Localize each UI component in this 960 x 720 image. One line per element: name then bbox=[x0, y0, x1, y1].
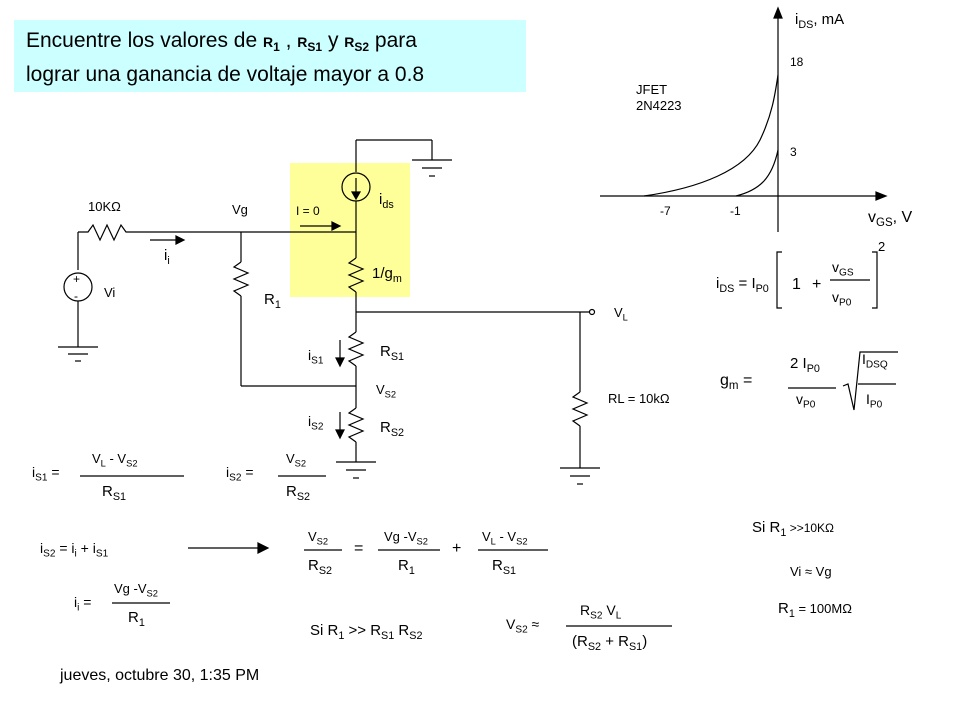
ids-formula-exponent: 2 bbox=[878, 239, 886, 254]
graph-x-arrow bbox=[875, 191, 888, 201]
gm-radical-num: IDSQ bbox=[862, 351, 888, 371]
graph-x-label: vGS, V bbox=[868, 209, 913, 230]
label-rs2: RS2 bbox=[380, 419, 405, 439]
big-eq-t2-den: R1 bbox=[398, 557, 415, 577]
label-i-zero: I = 0 bbox=[296, 204, 320, 218]
big-eq-t3-num: VL - VS2 bbox=[482, 529, 528, 547]
label-vg: Vg bbox=[232, 202, 248, 217]
gm-formula-num: 2 IP0 bbox=[790, 355, 820, 375]
gm-formula-den: vP0 bbox=[796, 391, 816, 411]
label-is2: iS2 bbox=[308, 413, 324, 433]
vs2-approx-den: (RS2 + RS1) bbox=[572, 633, 648, 653]
label-vi: Vi bbox=[104, 285, 116, 300]
ids-formula-num: vGS bbox=[832, 259, 854, 279]
resistor-1-over-gm bbox=[347, 257, 365, 293]
ii-formula-lhs: ii = bbox=[74, 594, 92, 614]
plus-sign: + bbox=[73, 272, 80, 286]
condition-r1-much-greater: Si R1 >> RS1 RS2 bbox=[310, 622, 423, 642]
r1-value: R1 = 100MΩ bbox=[778, 600, 852, 620]
tick-3: 3 bbox=[790, 145, 797, 159]
is2-formula-den: RS2 bbox=[286, 483, 311, 503]
label-ids: ids bbox=[379, 191, 394, 211]
label-rs1: RS1 bbox=[380, 343, 405, 363]
transfer-curve-3ma bbox=[735, 149, 779, 197]
vi-approx-vg: Vi ≈ Vg bbox=[790, 564, 832, 579]
ids-formula-den: vP0 bbox=[832, 289, 852, 309]
label-r1: R1 bbox=[264, 291, 281, 311]
problem-statement: Encuentre los valores de R1 , RS1 y RS2 … bbox=[26, 29, 425, 87]
big-eq-equals: = bbox=[354, 540, 364, 557]
big-eq-t2-num: Vg -VS2 bbox=[384, 529, 428, 547]
radical-sign bbox=[842, 351, 898, 411]
label-vl: VL bbox=[614, 305, 628, 323]
gm-radical-den: IP0 bbox=[866, 391, 883, 411]
big-eq-t1-num: VS2 bbox=[308, 529, 329, 547]
ids-formula-plus: + bbox=[812, 276, 822, 293]
graph-y-arrow bbox=[773, 6, 783, 19]
label-10k: 10KΩ bbox=[88, 199, 121, 214]
tick-minus-1: -1 bbox=[730, 204, 741, 218]
label-ii: ii bbox=[164, 247, 170, 267]
source-resistor-10k bbox=[78, 223, 356, 242]
title-box bbox=[14, 20, 526, 92]
transfer-curve-18ma bbox=[643, 74, 779, 197]
gm-formula-lhs: gm = bbox=[720, 372, 753, 393]
big-eq-t1-den: RS2 bbox=[308, 557, 333, 577]
is1-formula-lhs: iS1 = bbox=[32, 464, 60, 484]
ii-formula-num: Vg -VS2 bbox=[114, 581, 158, 599]
ii-formula-den: R1 bbox=[128, 609, 145, 629]
is1-formula-den: RS1 bbox=[102, 483, 127, 503]
ids-left-bracket bbox=[776, 251, 782, 309]
condition-r1-gg-10k: Si R1 >>10KΩ bbox=[752, 519, 835, 539]
is2-formula-lhs: iS2 = bbox=[226, 464, 254, 484]
vs2-approx-lhs: VS2 ≈ bbox=[506, 616, 540, 636]
tick-18: 18 bbox=[790, 55, 804, 69]
label-is1: iS1 bbox=[308, 347, 324, 367]
resistor-rs2 bbox=[347, 407, 365, 443]
big-eq-t3-den: RS1 bbox=[492, 557, 517, 577]
output-node-vl bbox=[588, 308, 596, 316]
resistor-r1 bbox=[232, 261, 250, 297]
label-rl: RL = 10kΩ bbox=[608, 391, 670, 406]
label-1-over-gm: 1/gm bbox=[372, 265, 402, 285]
date-stamp: jueves, octubre 30, 1:35 PM bbox=[60, 667, 260, 684]
big-eq-plus: + bbox=[452, 540, 462, 557]
is1-formula-num: VL - VS2 bbox=[92, 451, 138, 469]
kcl-equation: iS2 = ii + iS1 bbox=[40, 540, 109, 560]
minus-sign: - bbox=[74, 289, 78, 303]
ids-formula-one: 1 bbox=[792, 276, 801, 293]
resistor-rl bbox=[571, 391, 589, 427]
ids-formula-lhs: iDS = IP0 bbox=[716, 275, 769, 295]
ids-right-bracket bbox=[872, 251, 878, 309]
implication-arrow bbox=[257, 542, 270, 554]
tick-minus-7: -7 bbox=[660, 204, 671, 218]
label-vs2: VS2 bbox=[376, 382, 397, 400]
resistor-rs1 bbox=[347, 331, 365, 367]
vs2-approx-num: RS2 VL bbox=[580, 602, 622, 622]
is2-formula-num: VS2 bbox=[286, 451, 307, 469]
graph-y-label: iDS, mA bbox=[795, 11, 845, 31]
